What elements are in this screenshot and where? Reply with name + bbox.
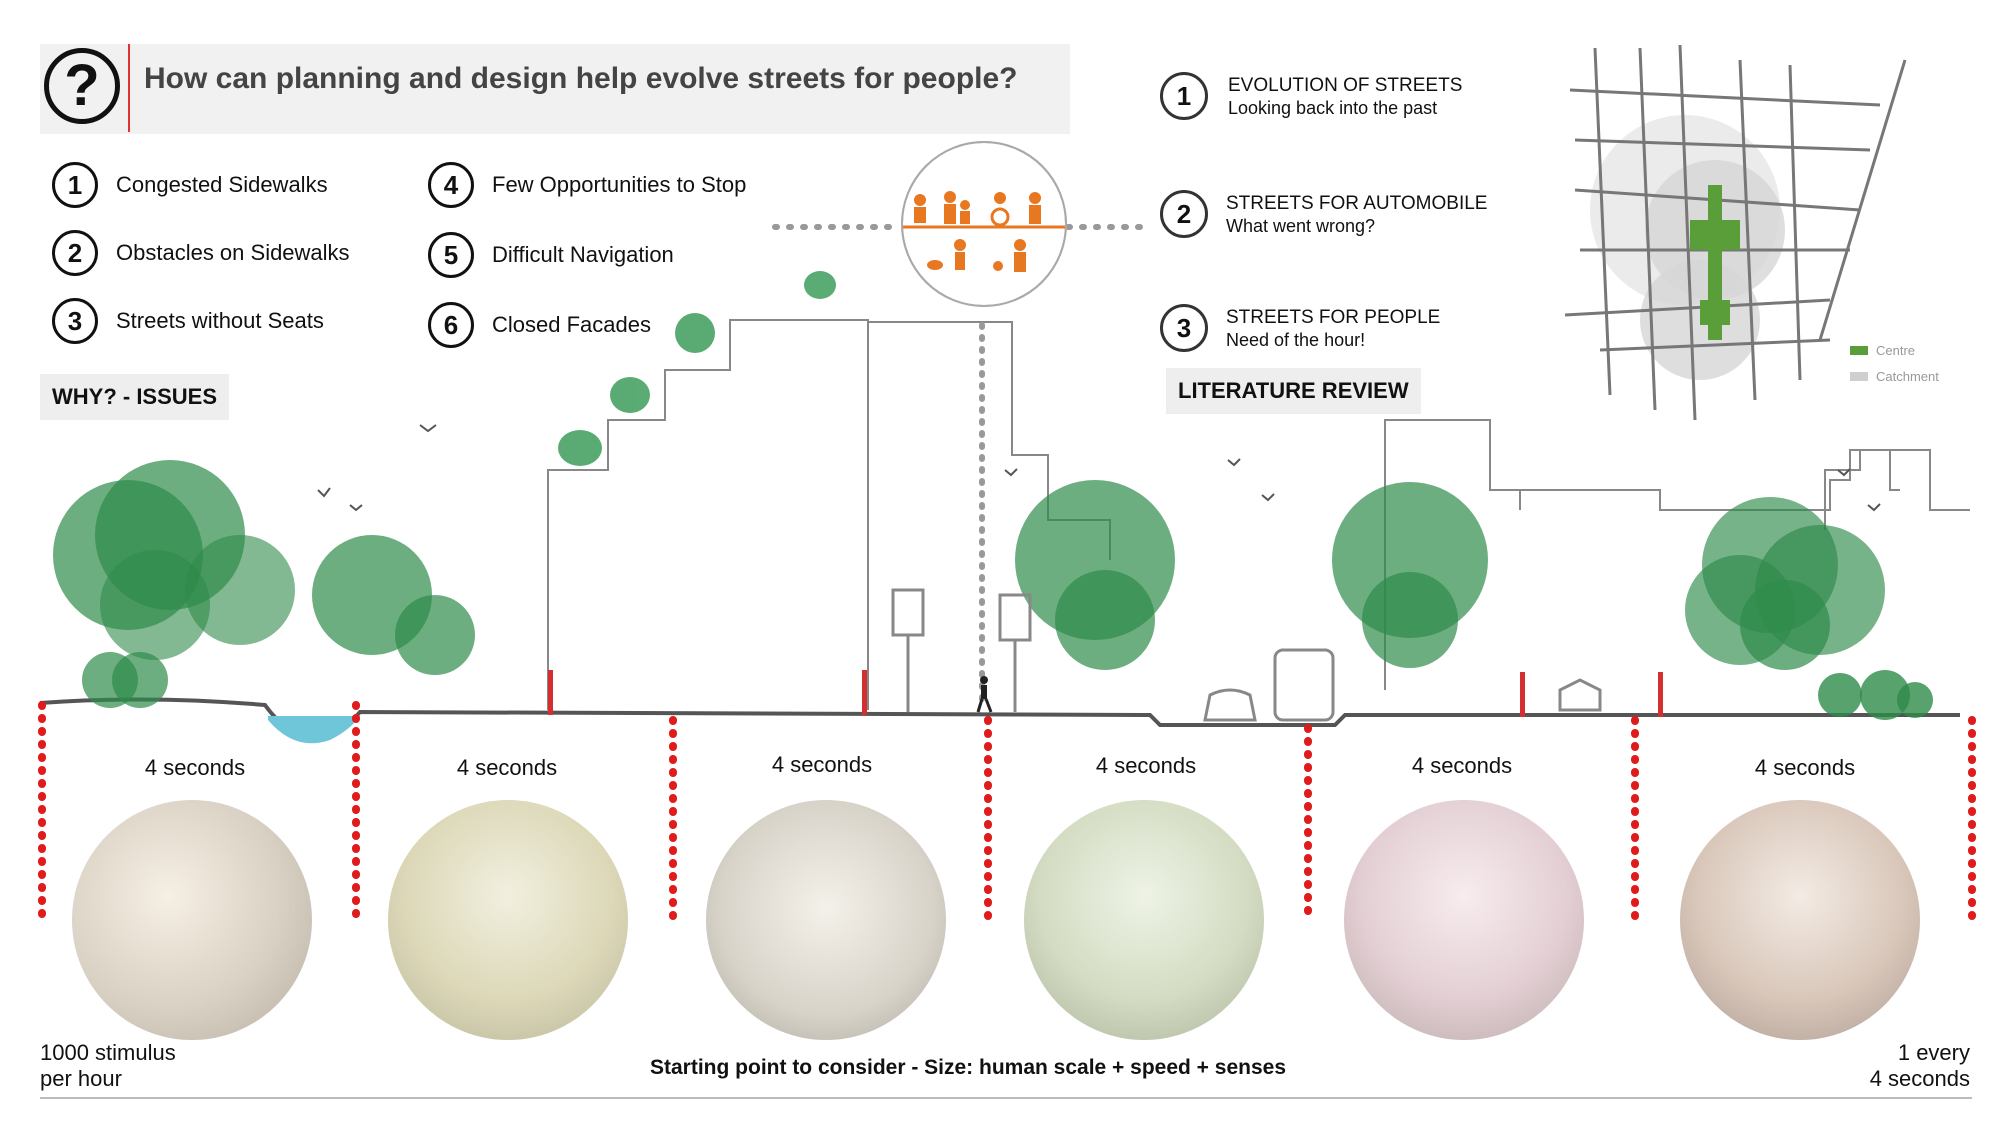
segment-label: 4 seconds	[144, 755, 246, 780]
legend-swatch-catchment	[1850, 372, 1868, 381]
question-banner	[40, 44, 1070, 134]
legend-catchment: Catchment	[1876, 369, 1939, 384]
question-title: How can planning and design help evolve …	[144, 62, 1018, 95]
segment-label: 4 seconds	[456, 755, 558, 780]
issue-number: 4	[428, 162, 474, 208]
street-vignette	[1024, 800, 1264, 1040]
literature-item: 2 STREETS FOR AUTOMOBILE What went wrong…	[1160, 190, 1487, 238]
segment-label: 4 seconds	[1095, 753, 1197, 778]
footer-left-line2: per hour	[40, 1066, 122, 1091]
literature-review-label: LITERATURE REVIEW	[1166, 368, 1421, 414]
literature-subtitle: Looking back into the past	[1228, 97, 1438, 118]
issue-label: Obstacles on Sidewalks	[116, 240, 350, 265]
walking-person-icon	[976, 676, 993, 713]
issue-label: Streets without Seats	[116, 308, 324, 333]
literature-subtitle: What went wrong?	[1226, 215, 1376, 236]
issue-label: Congested Sidewalks	[116, 172, 328, 197]
street-vignette	[388, 800, 628, 1040]
street-vignette	[706, 800, 946, 1040]
issue-number: 5	[428, 232, 474, 278]
literature-title: STREETS FOR PEOPLE	[1226, 306, 1441, 328]
issue-item: 6 Closed Facades	[428, 302, 651, 348]
trees	[53, 460, 1933, 720]
street-vignette	[1680, 800, 1920, 1040]
literature-number: 3	[1160, 304, 1208, 352]
rooftop-shrubs	[558, 271, 836, 466]
issue-item: 2 Obstacles on Sidewalks	[52, 230, 350, 276]
issue-number: 2	[52, 230, 98, 276]
street-vignette	[72, 800, 312, 1040]
building-outlines	[547, 319, 1970, 710]
bird-icons	[317, 424, 1881, 512]
issue-number: 3	[52, 298, 98, 344]
segment-label: 4 seconds	[1411, 753, 1513, 778]
issue-item: 4 Few Opportunities to Stop	[428, 162, 746, 208]
pedestrian-icons	[914, 191, 1041, 272]
footer-left: 1000 stimulus per hour	[40, 1040, 176, 1092]
why-issues-label: WHY? - ISSUES	[40, 374, 230, 420]
issue-item: 1 Congested Sidewalks	[52, 162, 328, 208]
literature-item: 3 STREETS FOR PEOPLE Need of the hour!	[1160, 304, 1440, 352]
literature-title: STREETS FOR AUTOMOBILE	[1226, 192, 1488, 214]
issue-item: 5 Difficult Navigation	[428, 232, 674, 278]
issue-label: Difficult Navigation	[492, 242, 674, 267]
legend-centre: Centre	[1876, 343, 1915, 358]
segment-label: 4 seconds	[771, 752, 873, 777]
footer-right: 1 every 4 seconds	[1870, 1040, 1970, 1092]
issue-label: Closed Facades	[492, 312, 651, 337]
street-furniture	[891, 588, 1602, 722]
literature-title: EVOLUTION OF STREETS	[1228, 74, 1463, 96]
literature-number: 1	[1160, 72, 1208, 120]
literature-number: 2	[1160, 190, 1208, 238]
divider	[128, 44, 130, 132]
issue-item: 3 Streets without Seats	[52, 298, 324, 344]
footer-left-line1: 1000 stimulus	[40, 1040, 176, 1065]
issue-label: Few Opportunities to Stop	[492, 172, 747, 197]
literature-subtitle: Need of the hour!	[1226, 329, 1366, 350]
segment-dividers	[38, 701, 1976, 929]
street-vignette	[1344, 800, 1584, 1040]
red-bollards	[548, 670, 1663, 717]
footer-right-line1: 1 every	[1897, 1040, 1970, 1065]
segment-label: 4 seconds	[1754, 755, 1856, 780]
question-icon: ?	[44, 48, 120, 124]
literature-item: 1 EVOLUTION OF STREETS Looking back into…	[1160, 72, 1462, 120]
town-grid-map	[1564, 44, 1907, 421]
water-channel	[268, 716, 360, 744]
footer-right-line2: 4 seconds	[1869, 1066, 1970, 1091]
issue-number: 1	[52, 162, 98, 208]
footer-caption: Starting point to consider - Size: human…	[650, 1056, 1287, 1079]
issue-number: 6	[428, 302, 474, 348]
legend-swatch-centre	[1850, 346, 1868, 355]
